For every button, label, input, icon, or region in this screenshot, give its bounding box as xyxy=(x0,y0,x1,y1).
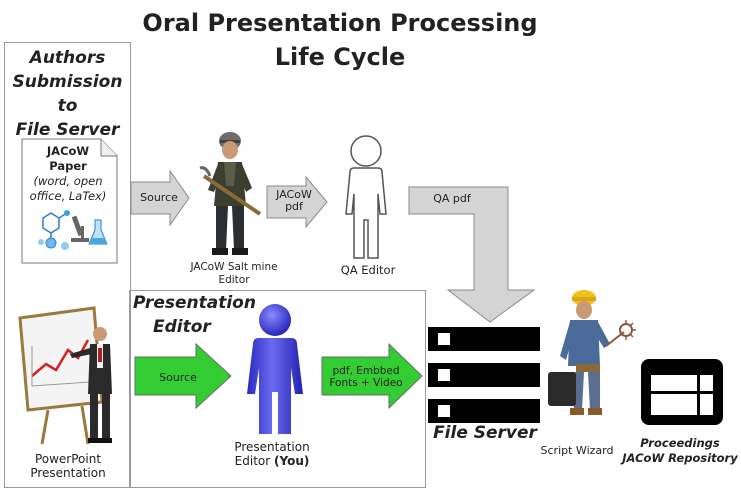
presentation-editor-heading: Presentation Editor xyxy=(133,293,256,337)
qa-pdf-arrow-label: QA pdf xyxy=(433,192,471,205)
powerpoint-presenter-illustration xyxy=(18,306,112,445)
qa-editor-label: QA Editor xyxy=(340,263,396,277)
script-wizard-figure xyxy=(548,290,636,415)
powerpoint-label: PowerPoint Presentation xyxy=(30,452,106,480)
diagram-title: Oral Presentation Processing Life Cycle xyxy=(100,6,580,74)
authors-submission-frame xyxy=(4,42,131,488)
file-server-icon xyxy=(428,327,540,423)
salt-mine-editor-label: JACoW Salt mine Editor xyxy=(190,261,278,286)
source-arrow-green-label: Source xyxy=(159,371,197,384)
presentation-editor-label: Presentation Editor (You) xyxy=(234,440,310,468)
source-arrow-green xyxy=(134,342,232,410)
presentation-editor-figure xyxy=(247,304,303,434)
salt-mine-editor-figure xyxy=(199,132,262,255)
script-wizard-label: Script Wizard xyxy=(540,444,614,457)
source-arrow-gray xyxy=(130,169,190,227)
qa-pdf-arrow xyxy=(408,186,536,323)
presentation-editor-frame xyxy=(129,290,426,488)
title-line-1: Oral Presentation Processing xyxy=(142,9,538,37)
title-line-2: Life Cycle xyxy=(274,43,406,71)
source-arrow-gray-label: Source xyxy=(140,191,178,204)
paper-document-text: JACoW Paper (word, open office, LaTex) xyxy=(29,144,107,203)
jacow-pdf-arrow-label: JACoW pdf xyxy=(276,188,312,213)
paper-document-icon xyxy=(21,138,118,264)
proceedings-repository-icon xyxy=(641,359,723,425)
proceedings-label: Proceedings JACoW Repository xyxy=(622,436,738,465)
qa-editor-figure xyxy=(345,135,387,259)
file-server-label: File Server xyxy=(433,423,537,443)
embed-fonts-arrow xyxy=(321,342,423,410)
authors-submission-heading: Authors Submission to File Server xyxy=(12,48,123,140)
jacow-pdf-arrow xyxy=(266,175,328,229)
embed-fonts-arrow-label: pdf, Embbed Fonts + Video xyxy=(329,365,403,389)
